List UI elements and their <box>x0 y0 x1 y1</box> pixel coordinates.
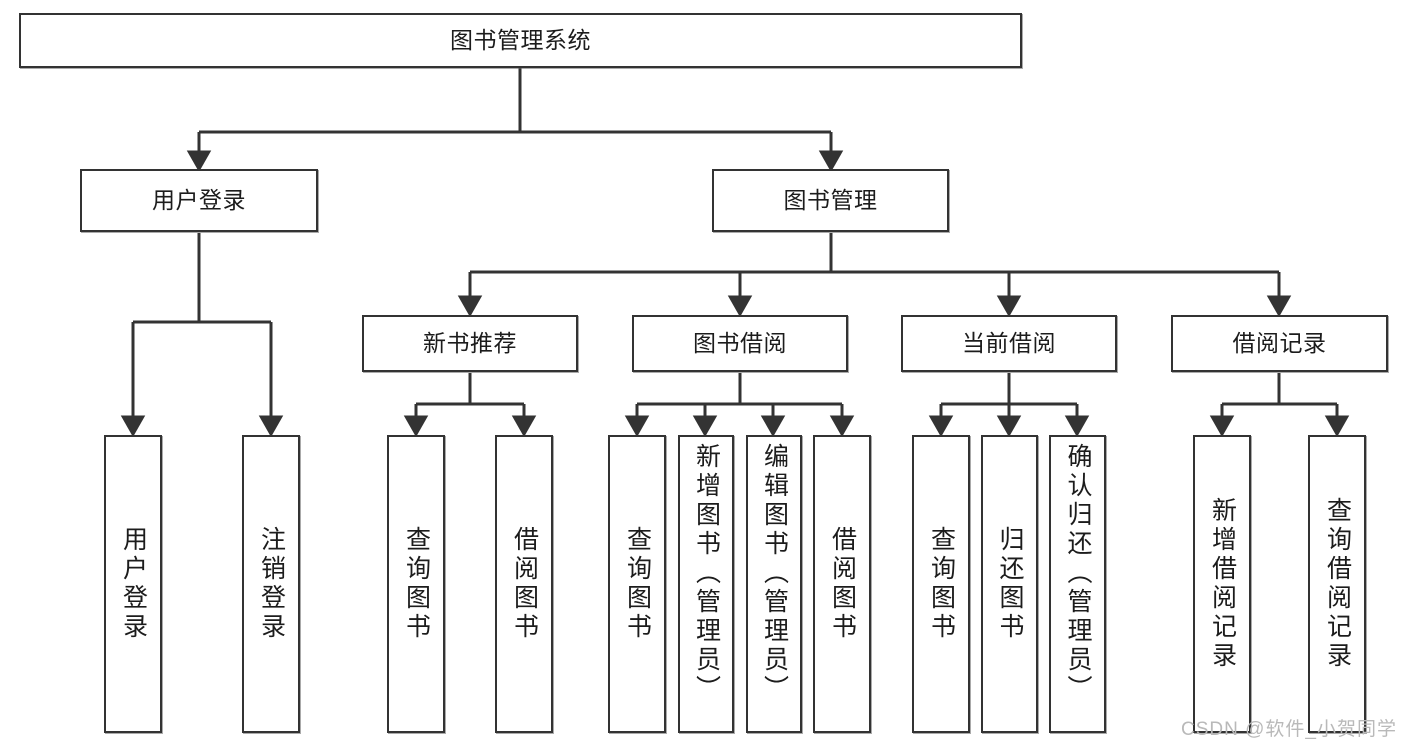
node-label: 新书推荐 <box>423 329 517 356</box>
node-label: 图书借阅 <box>693 329 787 356</box>
leaf-book-borrow-borrow-book[interactable]: 借阅图书 <box>813 435 871 733</box>
leaf-user-login[interactable]: 用户登录 <box>104 435 162 733</box>
leaf-current-borrow-query-book[interactable]: 查询图书 <box>912 435 970 733</box>
node-label: 注销登录 <box>257 526 286 642</box>
node-label: 用户登录 <box>119 526 148 642</box>
node-label: 查询图书 <box>927 526 956 642</box>
leaf-new-book-borrow-book[interactable]: 借阅图书 <box>495 435 553 733</box>
leaf-current-borrow-confirm-return-admin[interactable]: 确认归还（管理员） <box>1049 435 1106 733</box>
node-label: 用户登录 <box>152 186 246 213</box>
node-label: 查询图书 <box>402 526 431 642</box>
node-label: 查询借阅记录 <box>1323 497 1352 671</box>
leaf-borrow-record-add-record[interactable]: 新增借阅记录 <box>1193 435 1251 733</box>
node-label: 借阅图书 <box>828 526 857 642</box>
csdn-watermark: CSDN @软件_小贺同学 <box>1181 719 1397 740</box>
node-label: 借阅图书 <box>510 526 539 642</box>
node-new-book-recommend[interactable]: 新书推荐 <box>362 315 578 372</box>
leaf-logout-login[interactable]: 注销登录 <box>242 435 300 733</box>
node-user-login[interactable]: 用户登录 <box>80 169 318 232</box>
node-label: 图书管理 <box>783 186 878 213</box>
leaf-book-borrow-add-book-admin[interactable]: 新增图书（管理员） <box>678 435 734 733</box>
node-root-book-management-system[interactable]: 图书管理系统 <box>19 13 1022 68</box>
node-label: 编辑图书（管理员） <box>760 443 789 704</box>
node-label: 新增图书（管理员） <box>692 443 721 704</box>
node-label: 确认归还（管理员） <box>1064 443 1092 704</box>
node-label: 归还图书 <box>996 526 1024 642</box>
node-label: 图书管理系统 <box>450 26 591 53</box>
leaf-book-borrow-edit-book-admin[interactable]: 编辑图书（管理员） <box>746 435 802 733</box>
leaf-current-borrow-return-book[interactable]: 归还图书 <box>981 435 1038 733</box>
node-book-borrow[interactable]: 图书借阅 <box>632 315 848 372</box>
leaf-borrow-record-query-record[interactable]: 查询借阅记录 <box>1308 435 1366 733</box>
node-label: 查询图书 <box>623 526 652 642</box>
node-current-borrow[interactable]: 当前借阅 <box>901 315 1117 372</box>
node-book-management[interactable]: 图书管理 <box>712 169 949 232</box>
node-label: 借阅记录 <box>1232 329 1327 356</box>
leaf-new-book-query-book[interactable]: 查询图书 <box>387 435 445 733</box>
leaf-book-borrow-query-book[interactable]: 查询图书 <box>608 435 666 733</box>
node-label: 新增借阅记录 <box>1208 497 1237 671</box>
node-label: 当前借阅 <box>962 329 1056 356</box>
node-borrow-record[interactable]: 借阅记录 <box>1171 315 1388 372</box>
